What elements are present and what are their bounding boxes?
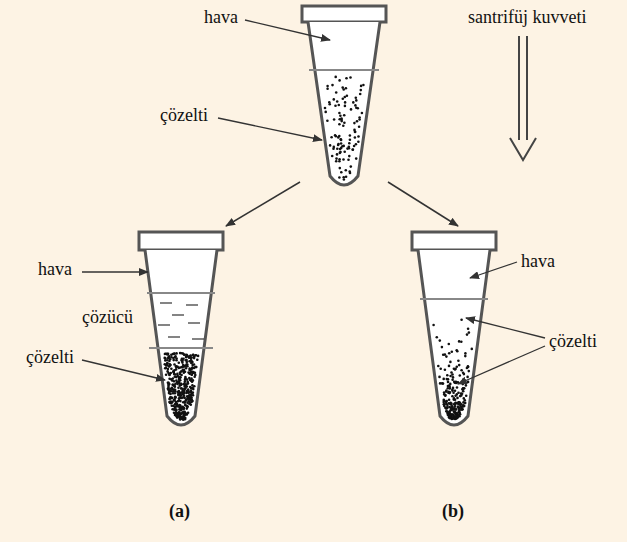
panel-label: (b) (442, 502, 464, 522)
tube-a (139, 232, 223, 425)
particles (163, 76, 473, 421)
tube-b (412, 232, 496, 425)
solution-label: çözelti (160, 106, 208, 126)
air-label: hava (204, 8, 238, 28)
tube-top (302, 6, 386, 185)
solution-label: çözelti (549, 332, 597, 352)
air-label: hava (38, 260, 72, 280)
force-arrow (510, 36, 536, 160)
air-label: hava (521, 252, 555, 272)
split-arrows (226, 182, 458, 226)
leader-lines (82, 20, 545, 384)
force-label: santrifüj kuvveti (468, 8, 586, 28)
panel-label: (a) (169, 502, 190, 522)
solvent-dashes (158, 303, 204, 339)
solvent-label: çözücü (82, 308, 133, 328)
solution-label: çözelti (26, 348, 74, 368)
